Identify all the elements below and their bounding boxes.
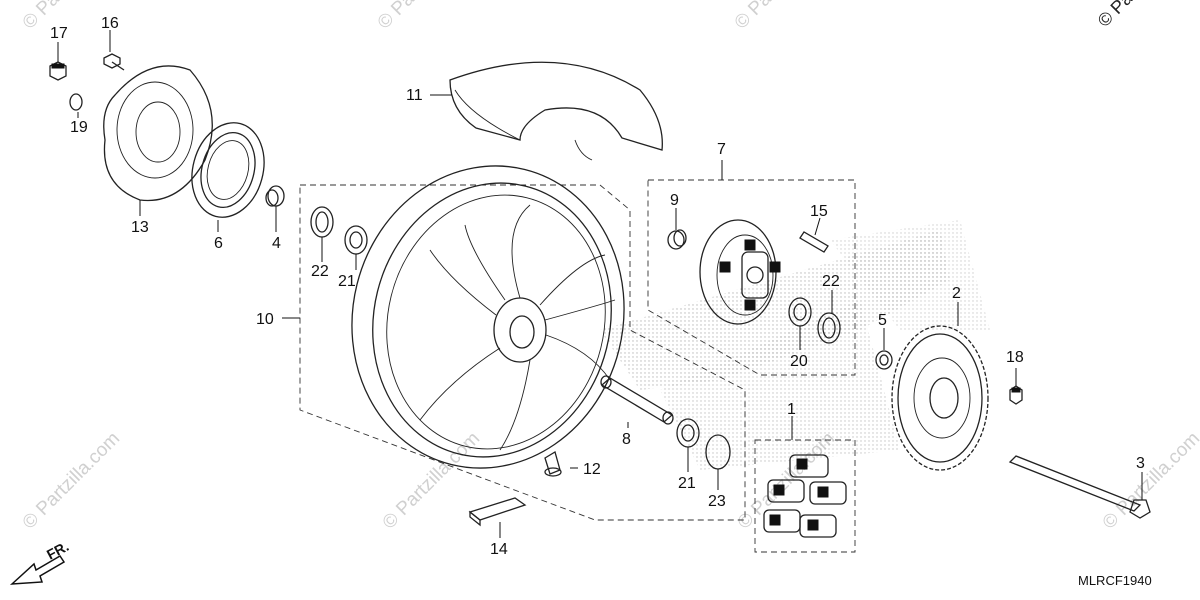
callout-8: 8 bbox=[622, 431, 631, 448]
part-9-collar bbox=[667, 229, 687, 250]
callout-16: 16 bbox=[101, 15, 119, 32]
callout-22: 22 bbox=[311, 263, 329, 280]
part-2-sprocket bbox=[891, 325, 989, 471]
callout-18: 18 bbox=[1006, 349, 1024, 366]
diagram-code: MLRCF1940 bbox=[1078, 573, 1152, 588]
callout-21: 21 bbox=[338, 273, 356, 290]
callout-19: 19 bbox=[70, 119, 88, 136]
part-15-stud bbox=[799, 231, 829, 253]
front-label: FR. bbox=[44, 538, 71, 563]
part-21-bearing bbox=[344, 225, 368, 255]
callouts: 17 16 19 13 6 4 22 21 11 10 12 14 8 21 2… bbox=[50, 15, 1145, 558]
part-14-weight bbox=[468, 497, 527, 527]
part-19-washer bbox=[69, 93, 83, 111]
watermark: © Partzilla.com bbox=[1094, 0, 1194, 31]
callout-5: 5 bbox=[878, 312, 887, 329]
leader-lines bbox=[57, 30, 1143, 538]
callout-17: 17 bbox=[50, 25, 68, 42]
callout-7: 7 bbox=[717, 141, 726, 158]
callout-20: 20 bbox=[790, 353, 808, 370]
callout-2: 2 bbox=[952, 285, 961, 302]
part-22-seal bbox=[817, 312, 841, 344]
part-18-nut bbox=[1009, 385, 1023, 405]
part-10-wheel bbox=[351, 165, 625, 469]
part-7-flange bbox=[699, 219, 781, 325]
watermark: © Partzilla.com bbox=[379, 428, 484, 533]
part-16-bolt bbox=[103, 53, 125, 71]
part-22-seal bbox=[310, 206, 334, 238]
callout-23: 23 bbox=[708, 493, 726, 510]
callout-22: 22 bbox=[822, 273, 840, 290]
part-13-brake-disc bbox=[103, 65, 213, 202]
part-11-tire bbox=[449, 61, 663, 161]
assembly-outlines bbox=[299, 179, 856, 553]
part-4-collar bbox=[265, 185, 285, 207]
callout-4: 4 bbox=[272, 235, 281, 252]
callout-15: 15 bbox=[810, 203, 828, 220]
front-direction-arrow: FR. bbox=[9, 538, 71, 585]
callout-11: 11 bbox=[406, 87, 423, 104]
callout-9: 9 bbox=[670, 192, 679, 209]
part-3-axle bbox=[1008, 455, 1151, 519]
callout-10: 10 bbox=[256, 311, 274, 328]
callout-12: 12 bbox=[583, 461, 601, 478]
callout-13: 13 bbox=[131, 219, 149, 236]
part-5-collar bbox=[875, 350, 893, 370]
watermarks: © Partzilla.com © Partzilla.com © Partzi… bbox=[19, 0, 1200, 534]
watermark: © Partzilla.com bbox=[731, 0, 836, 34]
part-1-dampers bbox=[763, 454, 847, 538]
watermark: © Partzilla.com bbox=[374, 0, 479, 34]
callout-21: 21 bbox=[678, 475, 696, 492]
callout-1: 1 bbox=[787, 401, 796, 418]
callout-3: 3 bbox=[1136, 455, 1145, 472]
watermark: © Partzilla.com bbox=[19, 428, 124, 533]
callout-6: 6 bbox=[214, 235, 223, 252]
part-17-nut bbox=[49, 61, 67, 81]
part-8-spacer bbox=[600, 375, 674, 425]
part-6-sensor-ring bbox=[191, 122, 265, 218]
callout-14: 14 bbox=[490, 541, 508, 558]
part-12-valve bbox=[544, 451, 562, 477]
shading bbox=[600, 220, 990, 470]
watermark: © Partzilla.com bbox=[1099, 428, 1200, 533]
